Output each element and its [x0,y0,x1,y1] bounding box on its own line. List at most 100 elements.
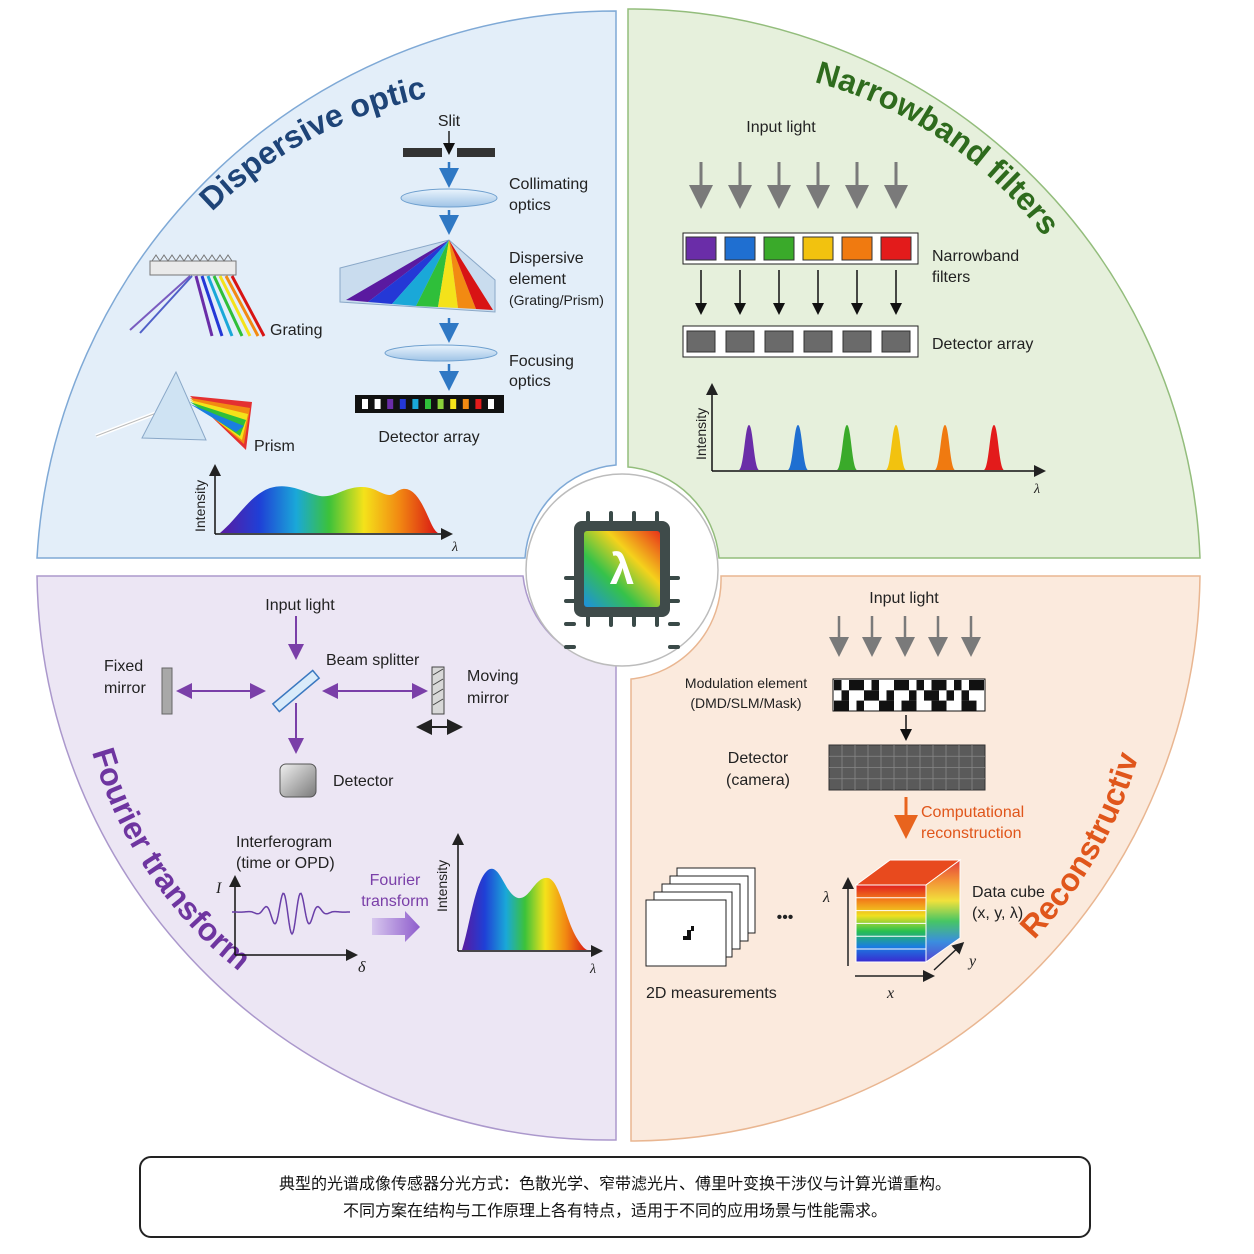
detector-cell [488,399,494,409]
detector-pixel [803,330,833,353]
caption-box: 典型的光谱成像传感器分光方式：色散光学、窄带滤光片、傅里叶变换干涉仪与计算光谱重… [139,1156,1091,1238]
detector-cell [437,399,444,409]
mask-cell [879,700,887,711]
fourier-lambda-label: λ [589,962,596,977]
mask-cell [901,680,909,691]
narrowband-intensity-label: Intensity [693,408,709,460]
interferogram-wave [232,892,350,936]
fourier-detector [279,763,317,798]
interferogram-delta-axis: δ [358,959,366,976]
measurement-dots: ••• [777,909,794,926]
interferogram-i-axis: I [215,880,222,897]
detector-cell [387,399,394,409]
mask-cell [931,700,939,711]
dispersive-lambda-label: λ [451,540,458,555]
narrowband-filter [802,236,834,261]
mask-cell [946,690,954,701]
detector-cell [399,399,406,409]
beam-splitter [271,669,321,713]
detector-pixel [686,330,716,353]
mask-cell [939,700,947,711]
mask-cell [924,690,932,701]
fixed-mirror [161,667,173,715]
prism-icon [95,370,252,450]
mask-cell [841,690,849,701]
fourier-spectrum [462,868,588,950]
mask-cell [901,700,909,711]
recon-input-label: Input light [869,590,939,607]
narrowband-filter-strip [682,232,919,265]
detector-cell [412,399,419,409]
fourier-intensity-label: Intensity [434,860,450,912]
spectral-peak [984,425,1004,470]
moving-mirror [431,666,445,715]
mask-cell [856,700,864,711]
spectral-peak [886,425,906,470]
detector-pixel [842,330,872,353]
detector-pixel [881,330,911,353]
mask-cell [916,680,924,691]
interferogram-label: Interferogram(time or OPD) [236,834,335,872]
mask-cell [961,700,969,711]
spectral-peak [788,425,808,470]
quadrant-narrowband-bg [627,8,1201,559]
spectral-peak [935,425,955,470]
narrowband-detector-strip [682,325,919,358]
measurement-stack [645,867,756,967]
mask-cell [856,680,864,691]
data-cube [854,859,962,963]
chip-icon: λ [564,511,680,649]
measurements-label: 2D measurements [646,985,777,1002]
mask-cell [834,700,842,711]
mask-cell [969,700,977,711]
beam-splitter-label: Beam splitter [326,652,420,669]
modulation-label: Modulation element(DMD/SLM/Mask) [685,675,807,711]
narrowband-filter [724,236,756,261]
spectral-peak [837,425,857,470]
narrowband-filter [880,236,912,261]
narrowband-detector-label: Detector array [932,336,1033,353]
detector-cell [425,399,431,409]
detector-cell [362,399,368,409]
mask-cell [864,690,872,701]
narrowband-input-label: Input light [746,119,816,136]
grating-icon [129,254,266,337]
mask-cell [931,680,939,691]
detector-cell [475,399,482,409]
prism-label: Prism [254,438,295,455]
collimating-lens [400,188,498,208]
mask-cell [871,690,879,701]
fourier-input-label: Input light [265,597,335,614]
dispersive-detector-label: Detector array [378,429,479,446]
narrowband-filter [685,236,717,261]
dispersive-fan [346,240,493,310]
detector-pixel [764,330,794,353]
mask-cell [961,690,969,701]
cube-y-axis: y [967,953,977,970]
mask-cell [849,680,857,691]
detector-cell [374,399,381,409]
mask-cell [976,680,984,691]
reconstructive-diagram: Input light Modulation element(DMD/SLM/M… [645,590,1045,1002]
mask-cell [871,680,879,691]
mask-cell [931,690,939,701]
narrowband-filter [841,236,873,261]
slit-label: Slit [438,113,461,130]
mask-cell [886,690,894,701]
slit-right [457,148,495,157]
narrowband-filter [763,236,795,261]
detector-cell [450,399,457,409]
caption-line-1: 典型的光谱成像传感器分光方式：色散光学、窄带滤光片、傅里叶变换干涉仪与计算光谱重… [278,1174,951,1193]
chip-lambda: λ [610,545,634,594]
mask-cell [969,680,977,691]
cube-lambda-axis: λ [822,889,830,906]
